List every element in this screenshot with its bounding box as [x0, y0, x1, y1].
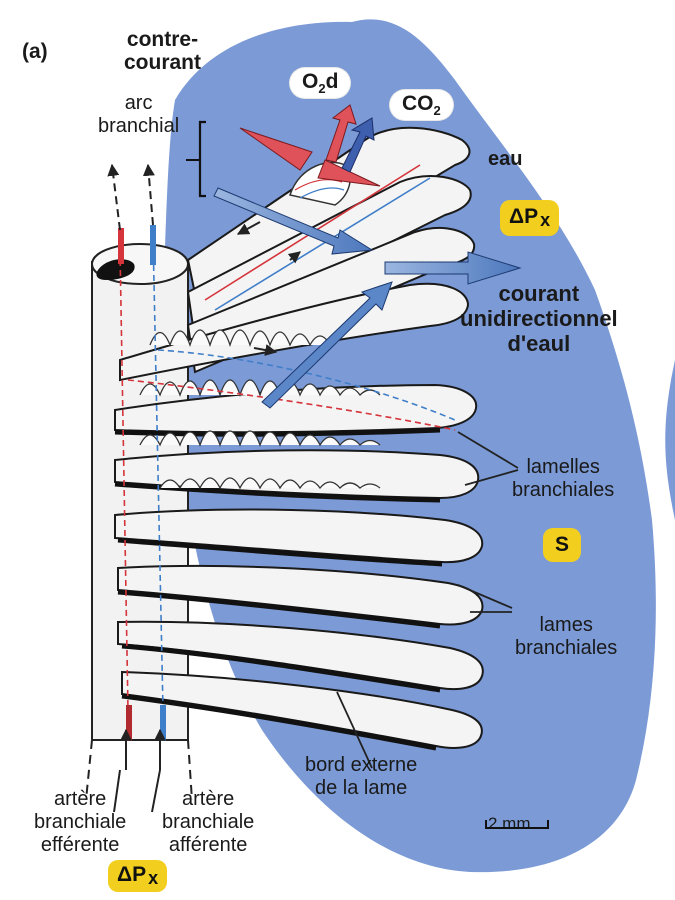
afferent-vessel-top	[150, 225, 156, 265]
badge-surface: S	[543, 528, 581, 562]
label-water: eau	[488, 148, 522, 171]
scale-bar	[484, 806, 552, 832]
label-co2: CO2	[390, 90, 453, 120]
efferent-vessel-top	[118, 228, 124, 264]
label-o2d: O2d	[290, 68, 350, 98]
label-countercurrent: contre-courant	[124, 28, 201, 74]
edge-blue-fragment	[665, 360, 675, 520]
panel-label: (a)	[22, 40, 48, 63]
